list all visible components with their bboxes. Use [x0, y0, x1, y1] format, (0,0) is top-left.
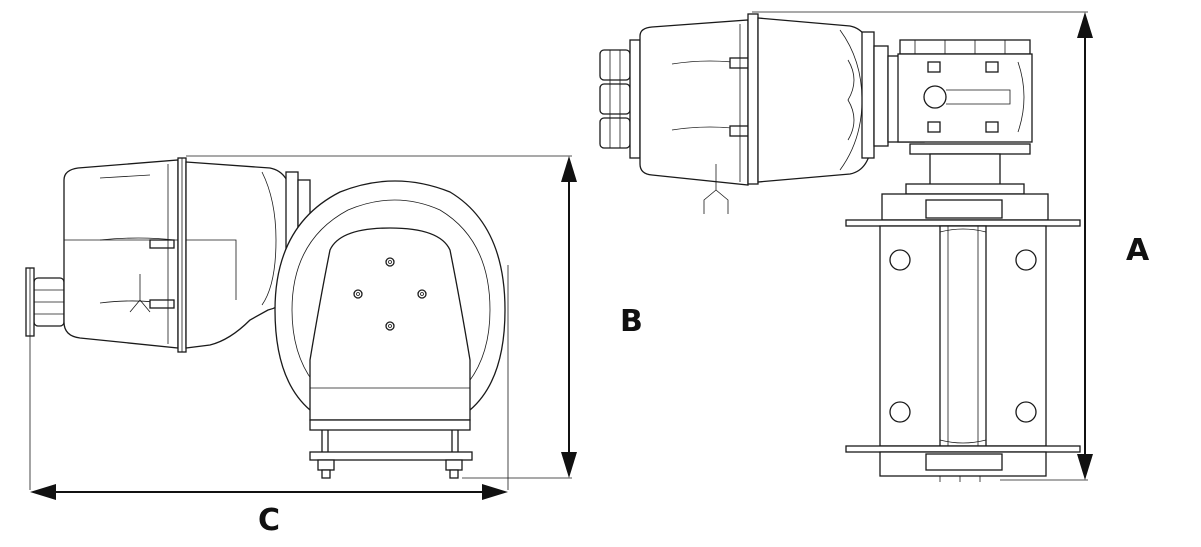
side-view: [25, 155, 572, 490]
dimension-label-c: C: [258, 503, 280, 538]
frame-upright-side: [309, 227, 471, 421]
dimension-a: [1077, 12, 1093, 480]
top-view: [599, 11, 1088, 482]
gearbox-top: [757, 17, 889, 183]
dimension-c: [30, 484, 508, 500]
drum-frame-top: [845, 219, 1081, 482]
shaft-neck-top: [881, 153, 1049, 221]
dimension-b: [561, 156, 577, 478]
cable-glands-top: [599, 39, 641, 159]
cable-wires: [703, 164, 729, 214]
motor-housing-top: [639, 19, 749, 186]
base-plate-side: [309, 419, 473, 479]
motor-housing-side: [63, 159, 179, 349]
cable-gland-side: [25, 267, 65, 337]
motor-flange-top: [747, 13, 759, 185]
dimension-label-b: B: [620, 304, 643, 339]
coupling-housing-top: [887, 39, 1033, 155]
dimension-label-a: A: [1126, 233, 1150, 268]
